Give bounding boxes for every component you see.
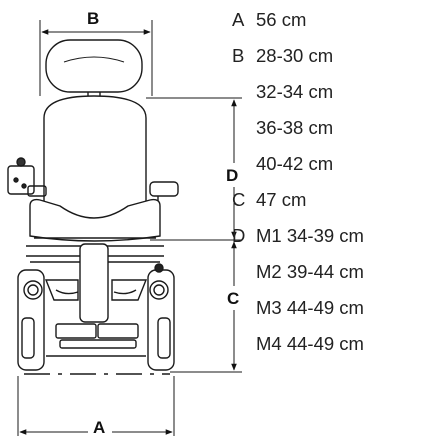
spec-row: 40-42 cm (232, 154, 333, 174)
headrest (45, 39, 143, 93)
seat-cushion (29, 198, 161, 242)
spec-row: 36-38 cm (232, 118, 333, 138)
spec-row: M4 44-49 cm (232, 334, 364, 354)
left-wheel (17, 269, 45, 371)
spec-value: M1 34-39 cm (256, 225, 364, 246)
spec-letter: D (232, 225, 246, 246)
spec-value: 36-38 cm (256, 117, 334, 138)
spec-value: M2 39-44 cm (256, 261, 364, 282)
spec-row: C 47 cm (232, 190, 306, 210)
dimension-b-label: B (87, 9, 99, 28)
spec-value: 56 cm (256, 9, 307, 30)
spec-value: 28-30 cm (256, 45, 334, 66)
spec-value: 40-42 cm (256, 153, 334, 174)
spec-row: M3 44-49 cm (232, 298, 364, 318)
spec-value: M4 44-49 cm (256, 333, 364, 354)
spec-row: A 56 cm (232, 10, 306, 30)
spec-letter: B (232, 45, 245, 66)
spec-letter: C (232, 189, 246, 210)
dimension-d-label: D (226, 166, 238, 185)
spec-letter: A (232, 9, 245, 30)
spec-value: M3 44-49 cm (256, 297, 364, 318)
footplate-right (97, 323, 139, 339)
dimension-a-label: A (93, 418, 105, 437)
spec-value: 32-34 cm (256, 81, 334, 102)
spec-row: B 28-30 cm (232, 46, 333, 66)
dimension-c-label: C (227, 289, 239, 308)
wheelchair-drawing (7, 39, 179, 375)
right-armrest (149, 181, 179, 197)
spec-value: 47 cm (256, 189, 307, 210)
joystick-controller (7, 157, 47, 197)
center-column (79, 243, 109, 323)
footplate-left (55, 323, 97, 339)
spec-row: M2 39-44 cm (232, 262, 364, 282)
spec-row: D M1 34-39 cm (232, 226, 364, 246)
spec-row: 32-34 cm (232, 82, 333, 102)
